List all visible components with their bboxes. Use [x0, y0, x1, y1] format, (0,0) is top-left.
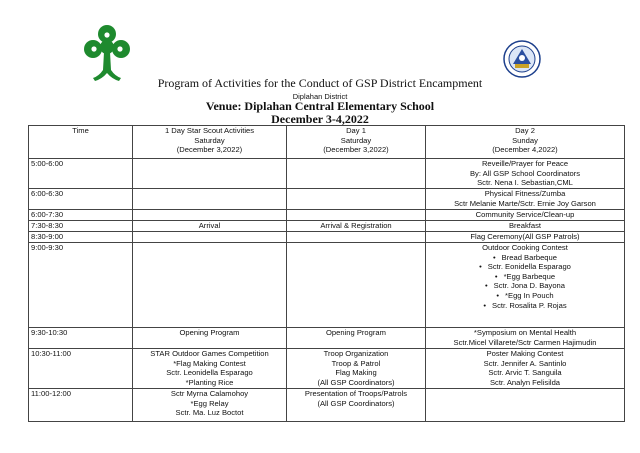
time-cell: 10:30-11:00 — [28, 348, 133, 389]
empty-cell — [132, 188, 287, 210]
time-cell: 6:00-7:30 — [28, 209, 133, 221]
star-scout-cell: STAR Outdoor Games Competition *Flag Mak… — [132, 348, 287, 389]
day2-cell: Physical Fitness/Zumba Sctr Melanie Mart… — [425, 188, 625, 210]
empty-cell — [286, 209, 426, 221]
district-name: Diplahan District — [292, 92, 348, 101]
day2-cell: Flag Ceremony(All GSP Patrols) — [425, 231, 625, 243]
empty-cell — [286, 231, 426, 243]
time-cell: 7:30-8:30 — [28, 220, 133, 232]
empty-cell — [132, 242, 287, 328]
time-cell: 8:30-9:00 — [28, 231, 133, 243]
table-row: 11:00-12:00 Sctr Myrna Calamohoy *Egg Re… — [28, 388, 625, 422]
time-cell: 9:30-10:30 — [28, 327, 133, 349]
star-scout-cell: Opening Program — [132, 327, 287, 349]
list-item: *Egg In Pouch — [428, 291, 622, 301]
empty-cell — [132, 158, 287, 189]
empty-cell — [132, 209, 287, 221]
venue: Venue: Diplahan Central Elementary Schoo… — [205, 99, 435, 113]
empty-cell — [286, 188, 426, 210]
day2-header: Day 2 Sunday (December 4,2022) — [425, 125, 625, 159]
table-row: 8:30-9:00 Flag Ceremony(All GSP Patrols) — [28, 231, 625, 243]
time-cell: 9:00-9:30 — [28, 242, 133, 328]
header-row: Time 1 Day Star Scout Activities Saturda… — [28, 125, 625, 159]
list-item: Sctr. Rosalita P. Rojas — [428, 301, 622, 311]
day2-cell: Community Service/Clean-up — [425, 209, 625, 221]
empty-cell — [286, 158, 426, 189]
day2-cell: Breakfast — [425, 220, 625, 232]
schedule-table: Time 1 Day Star Scout Activities Saturda… — [28, 125, 625, 422]
time-cell: 6:00-6:30 — [28, 188, 133, 210]
list-item: Sctr. Eonidella Esparago — [428, 262, 622, 272]
day2-cell: Reveille/Prayer for Peace By: All GSP Sc… — [425, 158, 625, 189]
table-row: 6:00-7:30 Community Service/Clean-up — [28, 209, 625, 221]
table-row: 10:30-11:00 STAR Outdoor Games Competiti… — [28, 348, 625, 389]
table-row: 7:30-8:30 Arrival Arrival & Registration… — [28, 220, 625, 232]
star-scout-cell: Sctr Myrna Calamohoy *Egg Relay Sctr. Ma… — [132, 388, 287, 422]
time-cell: 5:00-6:00 — [28, 158, 133, 189]
day1-cell: Troop Organization Troop & Patrol Flag M… — [286, 348, 426, 389]
day2-cell: *Symposium on Mental Health Sctr.Micel V… — [425, 327, 625, 349]
day2-cell: Outdoor Cooking Contest Bread Barbeque S… — [425, 242, 625, 328]
program-title: Program of Activities for the Conduct of… — [157, 76, 483, 90]
table-row: 9:30-10:30 Opening Program Opening Progr… — [28, 327, 625, 349]
deped-seal-logo — [503, 40, 541, 78]
empty-cell — [286, 242, 426, 328]
time-header: Time — [28, 125, 133, 159]
empty-cell — [132, 231, 287, 243]
day1-cell: Arrival & Registration — [286, 220, 426, 232]
day1-cell: Presentation of Troops/Patrols (All GSP … — [286, 388, 426, 422]
day1-header: Day 1 Saturday (December 3,2022) — [286, 125, 426, 159]
table-row: 5:00-6:00 Reveille/Prayer for Peace By: … — [28, 158, 625, 189]
table-row: 6:00-6:30 Physical Fitness/Zumba Sctr Me… — [28, 188, 625, 210]
table-row: 9:00-9:30 Outdoor Cooking Contest Bread … — [28, 242, 625, 328]
day2-cell: Poster Making Contest Sctr. Jennifer A. … — [425, 348, 625, 389]
star-scout-cell: Arrival — [132, 220, 287, 232]
day1-cell: Opening Program — [286, 327, 426, 349]
star-scout-header: 1 Day Star Scout Activities Saturday (De… — [132, 125, 287, 159]
empty-cell — [425, 388, 625, 422]
time-cell: 11:00-12:00 — [28, 388, 133, 422]
event-date: December 3-4,2022 — [271, 112, 369, 126]
list-item: Bread Barbeque — [428, 253, 622, 263]
list-item: *Egg Barbeque — [428, 272, 622, 282]
gsp-trefoil-logo — [84, 25, 130, 81]
list-item: Sctr. Jona D. Bayona — [428, 281, 622, 291]
